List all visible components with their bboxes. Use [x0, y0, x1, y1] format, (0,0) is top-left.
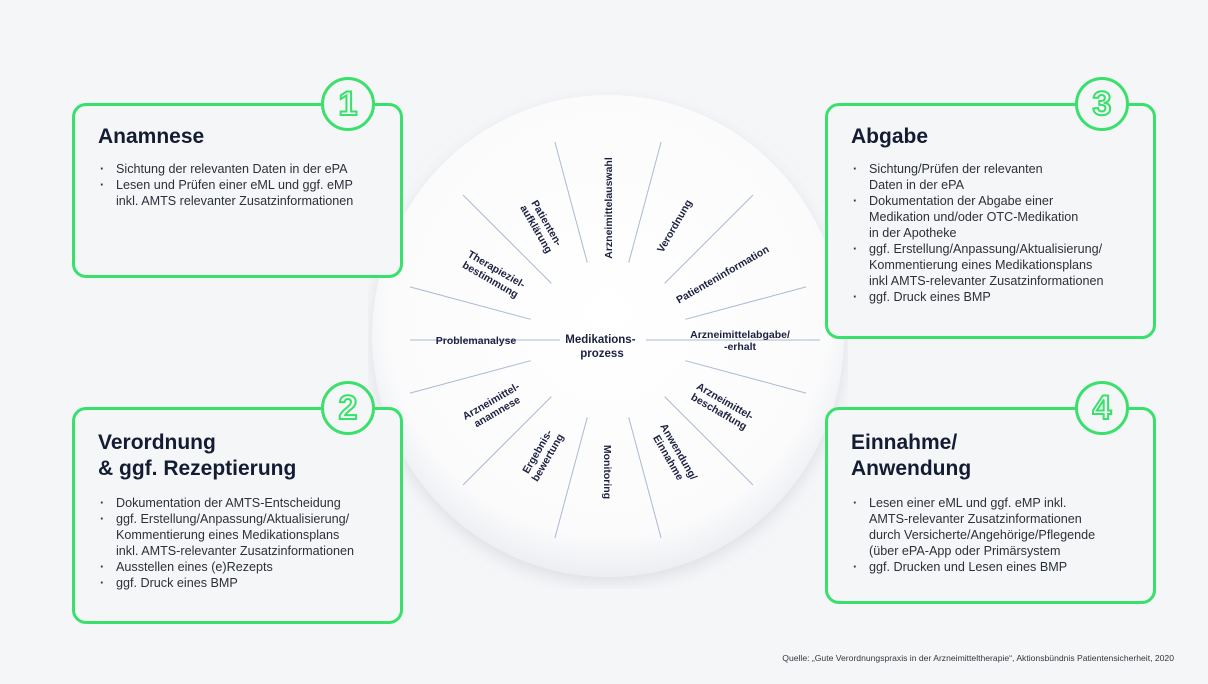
verordnung-list-item: ggf. Erstellung/Anpassung/Aktualisierung… — [98, 511, 354, 559]
wheel-separator — [685, 360, 807, 394]
wheel-separator — [628, 141, 662, 263]
step-3-number: 3 — [1092, 85, 1113, 123]
abgabe-list-item: ggf. Druck eines BMP — [851, 289, 1103, 305]
center-label: Medikations- prozess — [565, 334, 639, 360]
wheel-segment-label-line: Arzneimittelabgabe/ — [690, 329, 790, 341]
wheel-segment-label-line: Problemanalyse — [436, 335, 517, 347]
anamnese-list-item: Lesen und Prüfen einer eML und ggf. eMP … — [98, 177, 353, 209]
wheel-segment-problemanalyse: Problemanalyse — [436, 335, 517, 347]
step-4-badge: 4 — [1075, 381, 1129, 435]
step-2-badge: 2 — [321, 381, 375, 435]
einnahme-list-item: ggf. Drucken und Lesen eines BMP — [851, 559, 1095, 575]
verordnung-list-item: Dokumentation der AMTS-Entscheidung — [98, 495, 354, 511]
wheel-plate — [372, 95, 844, 577]
center-label-line-1: Medikations- — [565, 334, 635, 346]
wheel-segment-monitoring: Monitoring — [601, 445, 613, 499]
anamnese-list: Sichtung der relevanten Daten in der ePA… — [98, 161, 353, 209]
wheel-separator — [664, 194, 754, 284]
source-citation: Quelle: „Gute Verordnungspraxis in der A… — [782, 653, 1174, 663]
abgabe-list-item: Sichtung/Prüfen der relevanten Daten in … — [851, 161, 1103, 193]
wheel-segment-label-line: -erhalt — [724, 341, 757, 353]
anamnese-title: Anamnese — [98, 125, 205, 148]
anamnese-list-item: Sichtung der relevanten Daten in der ePA — [98, 161, 353, 177]
wheel-separator — [554, 417, 588, 539]
wheel-segment-arzneimittelabgabe: Arzneimittelabgabe/-erhalt — [690, 329, 790, 353]
verordnung-box: Verordnung & ggf. Rezeptierung Dokumenta… — [72, 407, 403, 624]
step-1-badge: 1 — [321, 77, 375, 131]
wheel-separator — [409, 286, 531, 320]
step-2-number: 2 — [338, 389, 359, 427]
abgabe-list-item: ggf. Erstellung/Anpassung/Aktualisierung… — [851, 241, 1103, 289]
abgabe-list-item: Dokumentation der Abgabe einer Medikatio… — [851, 193, 1103, 241]
step-4-number: 4 — [1092, 389, 1113, 427]
verordnung-title: Verordnung & ggf. Rezeptierung — [98, 431, 297, 480]
wheel-separator — [409, 360, 531, 394]
verordnung-list: Dokumentation der AMTS-Entscheidungggf. … — [98, 495, 354, 591]
abgabe-title: Abgabe — [851, 125, 929, 148]
wheel-spokes — [409, 141, 820, 539]
abgabe-box: Abgabe Sichtung/Prüfen der relevanten Da… — [825, 103, 1156, 339]
wheel-segment-label-line: Monitoring — [601, 445, 613, 499]
anamnese-box: Anamnese Sichtung der relevanten Daten i… — [72, 103, 403, 278]
abgabe-list: Sichtung/Prüfen der relevanten Daten in … — [851, 161, 1103, 305]
wheel-separator — [462, 396, 552, 486]
wheel-separator — [664, 396, 754, 486]
einnahme-title: Einnahme/ Anwendung — [851, 431, 972, 480]
verordnung-list-item: Ausstellen eines (e)Rezepts — [98, 559, 354, 575]
center-label-line-2: prozess — [580, 348, 623, 360]
step-1-number: 1 — [338, 85, 359, 123]
einnahme-list: Lesen einer eML und ggf. eMP inkl. AMTS-… — [851, 495, 1095, 575]
einnahme-box: Einnahme/ Anwendung Lesen einer eML und … — [825, 407, 1156, 604]
einnahme-list-item: Lesen einer eML und ggf. eMP inkl. AMTS-… — [851, 495, 1095, 559]
step-3-badge: 3 — [1075, 77, 1129, 131]
wheel-separator — [462, 194, 552, 284]
wheel-segment-label-line: Arzneimittelauswahl — [603, 157, 615, 259]
verordnung-list-item: ggf. Druck eines BMP — [98, 575, 354, 591]
wheel-separator — [685, 286, 807, 320]
wheel-separator — [554, 141, 588, 263]
wheel-separator — [628, 417, 662, 539]
wheel-segment-arzneimittelauswahl: Arzneimittelauswahl — [603, 157, 615, 259]
